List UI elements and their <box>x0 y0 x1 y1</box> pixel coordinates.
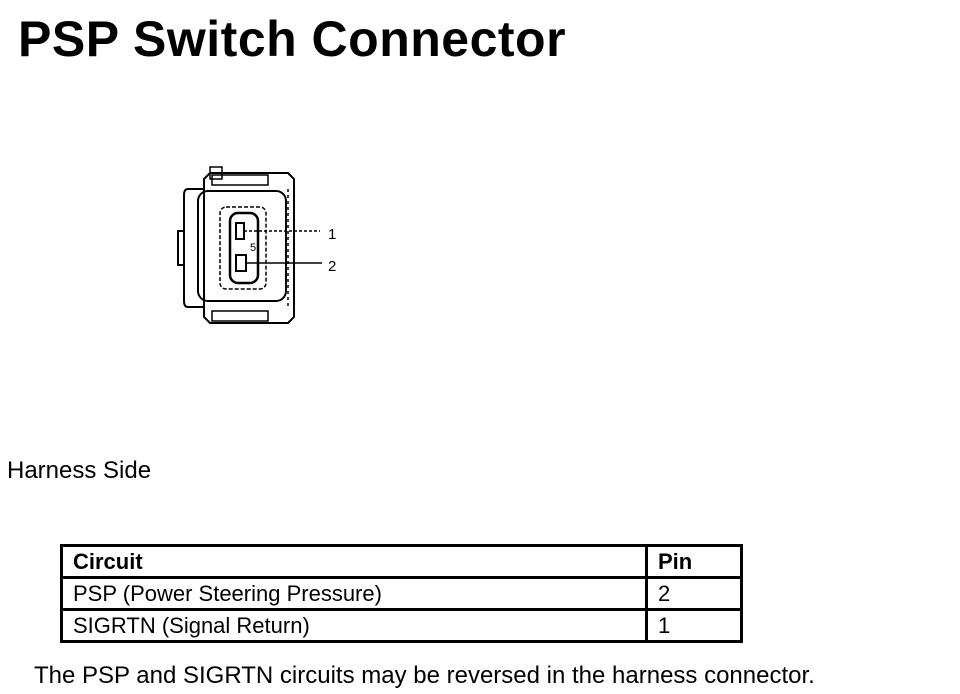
pin-1-label: 1 <box>328 226 336 243</box>
row-circuit-cell: PSP (Power Steering Pressure) <box>60 576 648 611</box>
connector-cavity <box>197 190 287 302</box>
column-header-circuit: Circuit <box>60 544 648 579</box>
reversal-note: The PSP and SIGRTN circuits may be rever… <box>34 662 815 689</box>
connector-diagram: 5 1 2 <box>177 166 336 324</box>
pin-2-label: 2 <box>328 258 336 275</box>
pin-2-terminal <box>235 254 247 272</box>
connector-insert <box>219 206 267 290</box>
connector-top-tab <box>211 174 269 186</box>
pin-1-terminal <box>235 222 245 240</box>
connector-top-tab-inner <box>209 166 223 180</box>
table-row: PSP (Power Steering Pressure) 2 <box>60 576 743 611</box>
page-title: PSP Switch Connector <box>18 11 567 67</box>
connector-lock-tab <box>177 230 184 266</box>
connector-pin-block <box>228 211 260 285</box>
row-pin-cell: 2 <box>645 576 743 611</box>
table-header-row: Circuit Pin <box>60 544 743 579</box>
row-pin-cell: 1 <box>645 608 743 643</box>
connector-housing-outline <box>203 172 295 324</box>
pinout-table: Circuit Pin PSP (Power Steering Pressure… <box>60 544 743 643</box>
connector-mark-label: 5 <box>250 242 256 254</box>
column-header-pin: Pin <box>645 544 743 579</box>
harness-side-label: Harness Side <box>7 457 152 484</box>
connector-bottom-tab <box>211 310 269 322</box>
row-circuit-cell: SIGRTN (Signal Return) <box>60 608 648 643</box>
table-row: SIGRTN (Signal Return) 1 <box>60 608 743 643</box>
connector-housing-left-edge <box>183 188 204 308</box>
